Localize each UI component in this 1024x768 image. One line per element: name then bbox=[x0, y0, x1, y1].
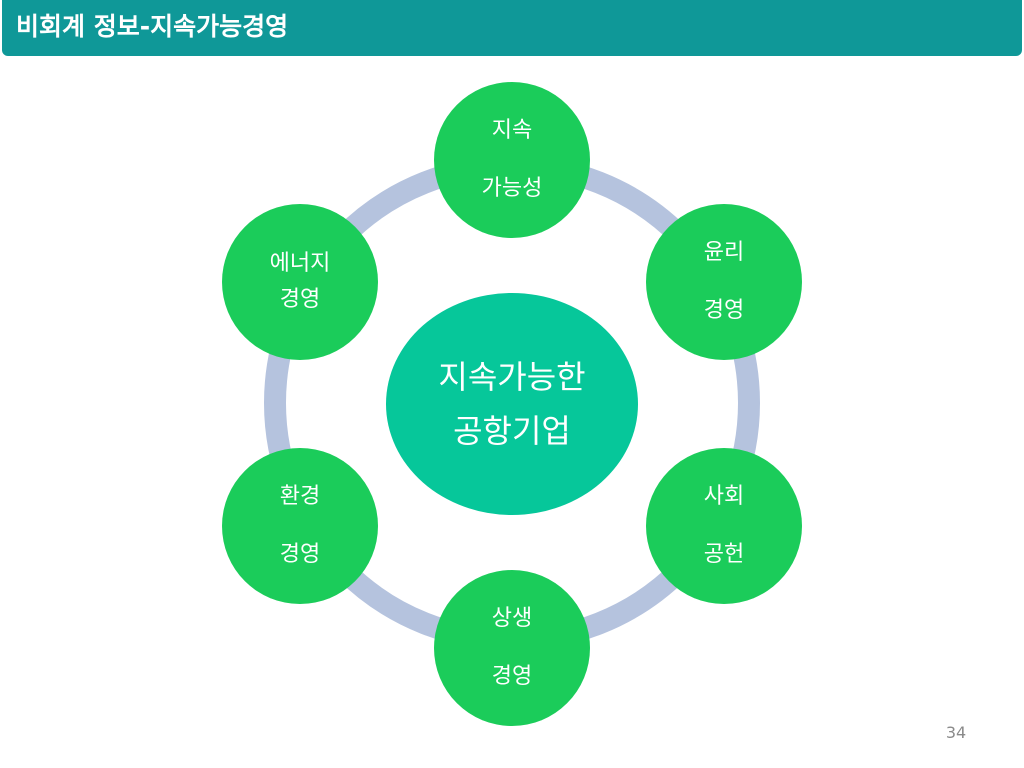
node-coexistence-line2: 경영 bbox=[491, 664, 533, 689]
node-sustainability: 지속 가능성 bbox=[434, 82, 590, 238]
node-coexistence-management: 상생 경영 bbox=[434, 570, 590, 726]
node-energy-line2: 경영 bbox=[279, 287, 321, 312]
node-coexistence-line1: 상생 bbox=[491, 606, 533, 631]
node-ethics-management: 윤리 경영 bbox=[646, 204, 802, 360]
node-energy-management: 에너지 경영 bbox=[222, 204, 378, 360]
node-sustainability-line2: 가능성 bbox=[481, 176, 543, 201]
header-bar: 비회계 정보-지속가능경영 bbox=[2, 0, 1022, 56]
node-sustainability-line1: 지속 bbox=[491, 118, 533, 143]
page-title: 비회계 정보-지속가능경영 bbox=[16, 12, 289, 41]
node-energy-line1: 에너지 bbox=[269, 251, 331, 276]
center-node: 지속가능한 공항기업 bbox=[386, 293, 638, 515]
node-social-line1: 사회 bbox=[703, 484, 745, 509]
page-number: 34 bbox=[945, 723, 967, 742]
node-ethics-line1: 윤리 bbox=[703, 240, 745, 265]
node-social-contribution: 사회 공헌 bbox=[646, 448, 802, 604]
node-social-line2: 공헌 bbox=[703, 542, 745, 567]
node-environment-management: 환경 경영 bbox=[222, 448, 378, 604]
node-environment-line2: 경영 bbox=[279, 542, 321, 567]
center-node-line1: 지속가능한 bbox=[438, 358, 586, 396]
node-environment-line1: 환경 bbox=[279, 484, 321, 509]
node-ethics-line2: 경영 bbox=[703, 298, 745, 323]
center-node-line2: 공항기업 bbox=[453, 412, 571, 450]
